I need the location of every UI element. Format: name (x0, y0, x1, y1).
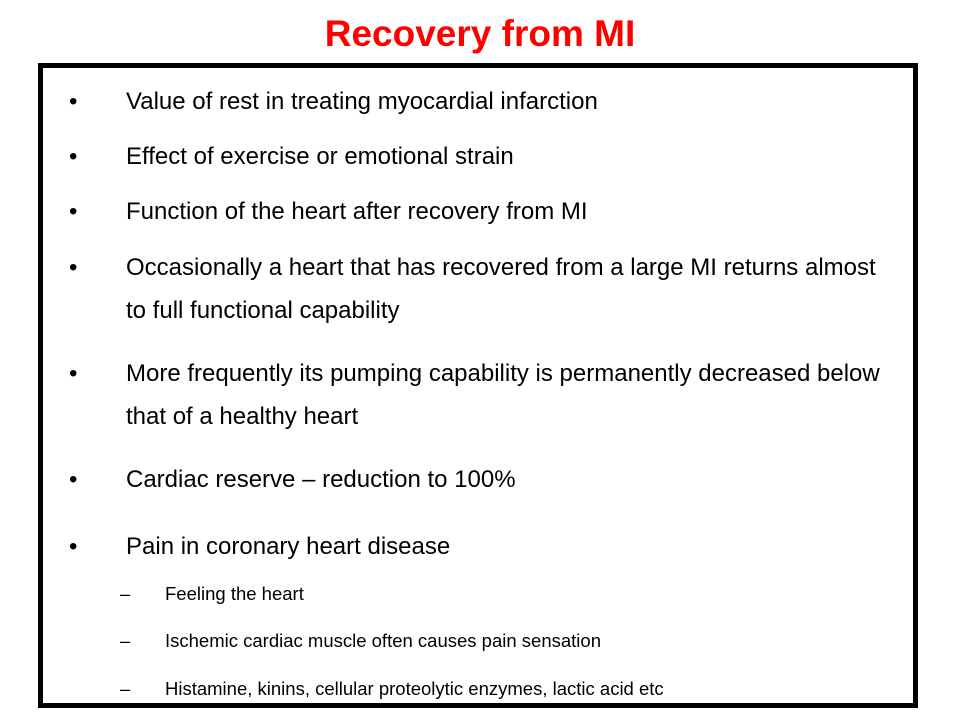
bullet-item-exercise: • Effect of exercise or emotional strain (69, 135, 886, 178)
sub-bullet-item-histamine: – Histamine, kinins, cellular proteolyti… (120, 677, 885, 701)
sub-bullet-text: Ischemic cardiac muscle often causes pai… (165, 630, 601, 651)
bullet-text: Pain in coronary heart disease (126, 533, 451, 560)
dash-marker: – (120, 630, 131, 651)
bullet-marker: • (69, 533, 78, 560)
bullet-item-occasionally: • Occasionally a heart that has recovere… (69, 246, 886, 332)
bullet-text: Value of rest in treating myocardial inf… (126, 88, 598, 115)
bullet-marker: • (69, 143, 78, 170)
bullet-marker: • (69, 88, 78, 115)
sub-bullet-item-ischemic: – Ischemic cardiac muscle often causes p… (120, 629, 885, 653)
bullet-marker: • (69, 198, 78, 225)
sub-bullet-text: Histamine, kinins, cellular proteolytic … (165, 678, 664, 699)
bullet-text: More frequently its pumping capability i… (126, 360, 880, 430)
bullet-item-frequently: • More frequently its pumping capability… (69, 352, 886, 438)
dash-marker: – (120, 678, 131, 699)
bullet-item-cardiac-reserve: • Cardiac reserve – reduction to 100% (69, 458, 886, 501)
bullet-item-rest: • Value of rest in treating myocardial i… (69, 80, 886, 123)
bullet-marker: • (69, 360, 78, 387)
sub-bullet-item-feeling: – Feeling the heart (120, 582, 885, 606)
dash-marker: – (120, 583, 131, 604)
bullet-item-pain: • Pain in coronary heart disease (69, 525, 886, 568)
bullet-text: Effect of exercise or emotional strain (126, 143, 514, 170)
bullet-text: Cardiac reserve – reduction to 100% (126, 466, 516, 493)
bullet-marker: • (69, 466, 78, 493)
bullet-text: Occasionally a heart that has recovered … (126, 254, 876, 324)
sub-bullet-text: Feeling the heart (165, 583, 304, 604)
bullet-text: Function of the heart after recovery fro… (126, 198, 588, 225)
slide-title: Recovery from MI (324, 13, 636, 54)
content-box: • Value of rest in treating myocardial i… (38, 63, 918, 708)
bullet-item-function: • Function of the heart after recovery f… (69, 190, 886, 233)
bullet-marker: • (69, 254, 78, 281)
